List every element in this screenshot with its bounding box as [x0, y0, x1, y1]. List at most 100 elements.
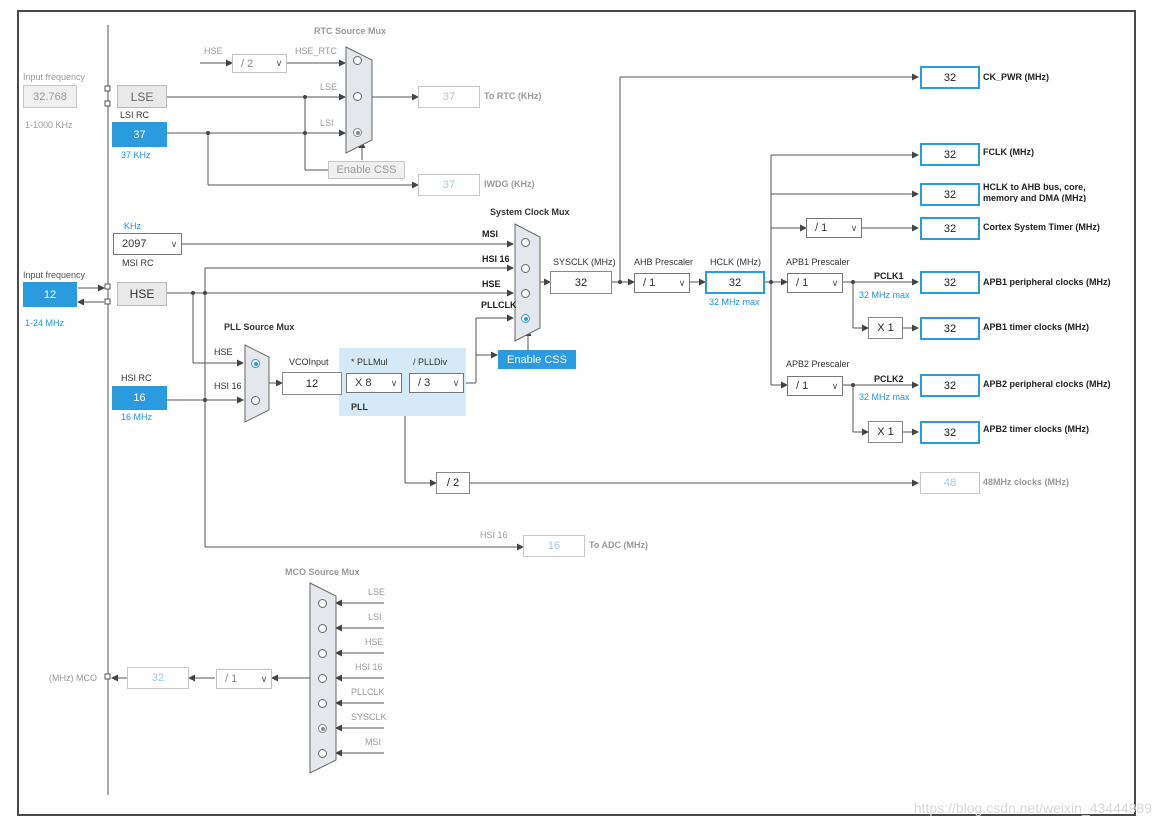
apb1-prescaler-select[interactable]: / 1∨ — [787, 273, 843, 293]
pclk2-label: PCLK2 — [874, 374, 904, 384]
lse-range: 1-1000 KHz — [25, 120, 73, 130]
mco-radio-pllclk[interactable] — [318, 699, 327, 708]
pll-label: PLL — [351, 402, 368, 412]
pll-hsi16-label: HSI 16 — [214, 381, 242, 391]
iwdg-label: IWDG (KHz) — [484, 179, 535, 189]
lse-input-frequency-field[interactable]: 32.768 — [23, 85, 77, 108]
plldiv-select[interactable]: / 3∨ — [409, 373, 464, 393]
lsi-rc-block[interactable]: 37 — [112, 122, 167, 147]
apb1-prescaler-label: APB1 Prescaler — [786, 257, 850, 267]
to-rtc-label: To RTC (KHz) — [484, 91, 542, 101]
mco-radio-hse[interactable] — [318, 649, 327, 658]
adc-value: 16 — [523, 535, 585, 557]
rtc-radio-lse[interactable] — [353, 92, 362, 101]
sysclk-enable-css-button[interactable]: Enable CSS — [498, 350, 576, 369]
mco-input-hsi16: HSI 16 — [355, 662, 383, 672]
mco-div-select[interactable]: / 1∨ — [216, 669, 272, 689]
mco-radio-hsi16[interactable] — [318, 674, 327, 683]
pllmul-select[interactable]: X 8∨ — [346, 373, 402, 393]
usb48-value: 48 — [920, 472, 980, 494]
mco-input-hse: HSE — [365, 637, 384, 647]
vco-input-label: VCOInput — [289, 357, 329, 367]
adc-label: To ADC (MHz) — [589, 540, 648, 550]
usb48-label: 48MHz clocks (MHz) — [983, 477, 1070, 487]
to-rtc-value: 37 — [418, 86, 480, 108]
sysclk-hse-label: HSE — [482, 279, 501, 289]
rtc-lsi-label: LSI — [320, 118, 334, 128]
apb2-peripheral-label: APB2 peripheral clocks (MHz) — [983, 379, 1111, 389]
pll-radio-hse[interactable] — [251, 359, 260, 368]
cortex-timer-div-select[interactable]: / 1∨ — [806, 218, 862, 238]
cortex-timer-label: Cortex System Timer (MHz) — [983, 222, 1100, 232]
pclk1-label: PCLK1 — [874, 271, 904, 281]
hsi-rc-block[interactable]: 16 — [112, 386, 167, 410]
mco-radio-lsi[interactable] — [318, 624, 327, 633]
rtc-hse-label: HSE — [204, 46, 223, 56]
ck-pwr-label: CK_PWR (MHz) — [983, 72, 1049, 82]
sysclk-radio-hse[interactable] — [521, 289, 530, 298]
hclk-ahb-label2-clip: memory and DMA (MHz) — [983, 193, 1086, 202]
ahb-prescaler-label: AHB Prescaler — [634, 257, 694, 267]
sysclk-radio-pllclk[interactable] — [521, 314, 530, 323]
adc-hsi16-label: HSI 16 — [480, 530, 508, 540]
hse-range: 1-24 MHz — [25, 318, 65, 328]
rtc-lse-label: LSE — [320, 82, 338, 92]
rtc-hse-rtc-label: HSE_RTC — [295, 46, 337, 56]
mco-input-pllclk: PLLCLK — [351, 687, 385, 697]
watermark: https://blog.csdn.net/weixin_43444989 — [913, 800, 1152, 816]
apb1-peripheral-value: 32 — [920, 271, 980, 294]
apb1-peripheral-label: APB1 peripheral clocks (MHz) — [983, 277, 1111, 287]
apb1-timer-multiplier: X 1 — [868, 317, 903, 339]
msi-range-select[interactable]: 2097∨ — [113, 233, 182, 255]
usb-div-value: / 2 — [436, 472, 470, 494]
fclk-label: FCLK (MHz) — [983, 147, 1034, 157]
apb2-prescaler-select[interactable]: / 1∨ — [787, 376, 843, 396]
pll-radio-hsi16[interactable] — [251, 396, 260, 405]
mco-mux-title: MCO Source Mux — [285, 567, 360, 577]
hclk-max: 32 MHz max — [709, 297, 760, 307]
mco-radio-sysclk[interactable] — [318, 724, 327, 733]
apb2-timer-label: APB2 timer clocks (MHz) — [983, 424, 1090, 434]
sysclk-hsi16-label: HSI 16 — [482, 254, 510, 264]
sysclk-radio-hsi16[interactable] — [521, 264, 530, 273]
rtc-mux-title: RTC Source Mux — [314, 26, 387, 36]
rtc-radio-hse[interactable] — [353, 56, 362, 65]
lsi-rc-label: LSI RC — [120, 110, 150, 120]
fclk-value: 32 — [920, 143, 980, 166]
rtc-enable-css-button[interactable]: Enable CSS — [328, 161, 405, 179]
sysclk-mux-shape — [514, 223, 541, 342]
lse-block[interactable]: LSE — [117, 85, 167, 108]
mco-label: (MHz) MCO — [49, 673, 97, 683]
rtc-hse-div-select[interactable]: / 2∨ — [232, 54, 287, 73]
pll-mux-title: PLL Source Mux — [224, 322, 295, 332]
rtc-radio-lsi[interactable] — [353, 128, 362, 137]
sysclk-label: SYSCLK (MHz) — [553, 257, 616, 267]
pclk2-max: 32 MHz max — [859, 392, 910, 402]
apb2-prescaler-label: APB2 Prescaler — [786, 359, 850, 369]
hclk-ahb-label2: memory and DMA (MHz) — [983, 193, 1087, 202]
hse-block[interactable]: HSE — [117, 282, 167, 306]
mco-input-sysclk: SYSCLK — [351, 712, 387, 722]
lse-input-frequency-label: Input frequency — [23, 72, 86, 82]
apb1-timer-value: 32 — [920, 317, 980, 340]
hse-input-frequency-field[interactable]: 12 — [23, 282, 77, 307]
hclk-ahb-label: HCLK to AHB bus, core, — [983, 182, 1086, 192]
sysclk-value: 32 — [550, 271, 612, 294]
mco-input-lsi: LSI — [368, 612, 382, 622]
mco-input-msi: MSI — [365, 737, 382, 747]
ahb-prescaler-select[interactable]: / 1∨ — [634, 273, 690, 293]
hse-input-frequency-label: Input frequency — [23, 270, 86, 280]
sysclk-msi-label: MSI — [482, 229, 499, 239]
hclk-input[interactable]: 32 — [705, 271, 765, 294]
hclk-label: HCLK (MHz) — [710, 257, 761, 267]
hsi-rc-label: HSI RC — [121, 373, 152, 383]
pll-hse-label: HSE — [214, 347, 233, 357]
hsi-unit: 16 MHz — [121, 412, 153, 422]
lsi-unit: 37 KHz — [121, 150, 151, 160]
mco-radio-lse[interactable] — [318, 599, 327, 608]
hclk-ahb-value: 32 — [920, 183, 980, 206]
sysclk-pllclk-label: PLLCLK — [481, 300, 517, 310]
mco-radio-msi[interactable] — [318, 749, 327, 758]
sysclk-radio-msi[interactable] — [521, 238, 530, 247]
